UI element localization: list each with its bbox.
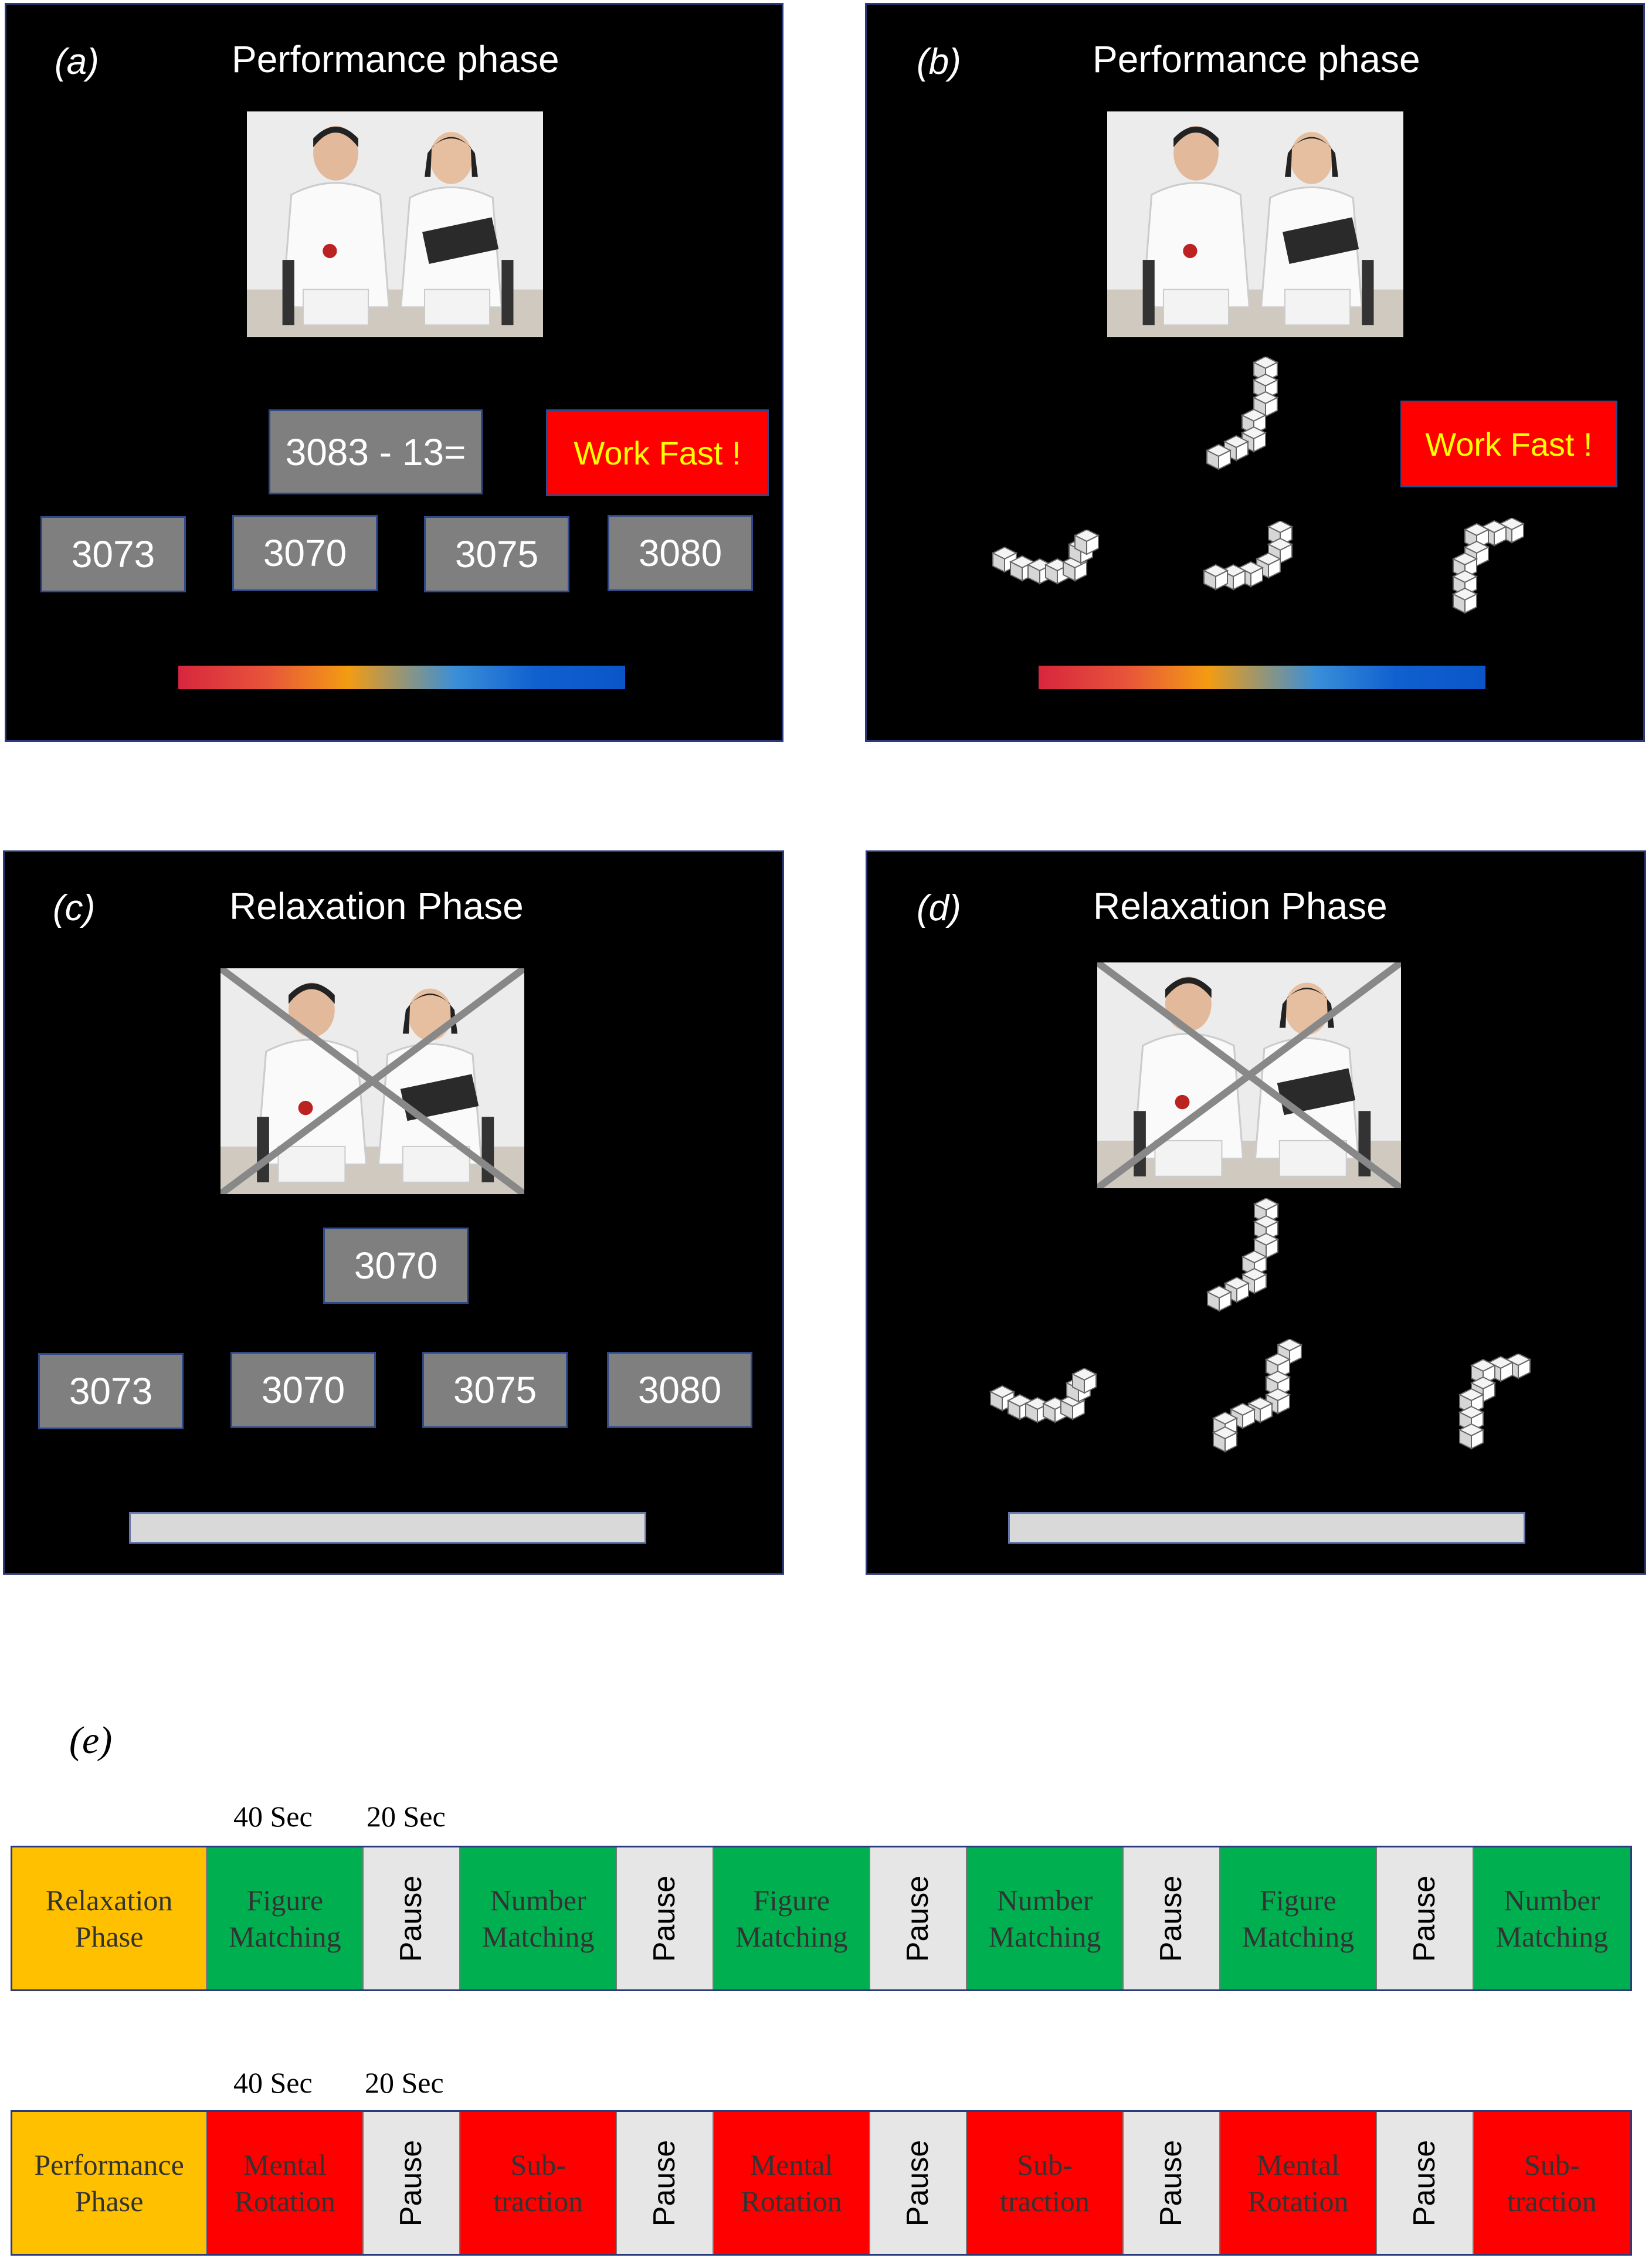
block-label: Pause [1407,2140,1441,2226]
panel-c: (c) Relaxation Phase 3070 3073 3070 3075… [3,850,784,1575]
answer-option[interactable]: 3073 [40,516,186,592]
experimenters-photo [1107,111,1403,337]
relaxation-bar [1008,1512,1525,1544]
target-3d-figure [1207,1198,1278,1311]
block-label: Pause [901,1875,935,1962]
panel-tag-e: (e) [69,1719,113,1762]
block-label: Pause [1154,1875,1188,1962]
option-3d-figure[interactable] [987,530,1110,606]
pause-block: Pause [364,1847,461,1989]
block-label: Sub-traction [493,2148,584,2218]
option-3d-figure[interactable] [985,1368,1108,1445]
experimenters-photo [247,111,543,337]
block-label: Pause [647,2140,682,2226]
task-block: Sub-traction [460,2112,618,2254]
block-label: Pause [394,2140,429,2226]
panel-b: (b) Performance phase Work Fast ! [865,3,1645,742]
pause-block: Pause [617,1847,714,1989]
block-label: Pause [901,2140,935,2226]
time-pressure-bar [178,666,625,689]
panel-tag: (b) [917,42,961,82]
work-fast-warning: Work Fast ! [546,409,769,496]
answer-option[interactable]: 3080 [608,515,753,591]
experimenters-photo-crossed [1097,962,1401,1188]
block-label: Sub-traction [1507,2148,1597,2218]
block-label: Pause [394,1875,429,1962]
answer-option[interactable]: 3070 [230,1352,376,1428]
pause-duration-label: 20 Sec [365,2066,444,2099]
pause-block: Pause [1377,2112,1474,2254]
target-3d-figure [1206,357,1278,470]
option-3d-figure[interactable] [1430,518,1547,623]
block-label: Pause [647,1875,682,1962]
panel-a: (a) Performance phase 3083 - 13= Work Fa… [5,3,783,742]
problem-box: 3070 [323,1228,469,1304]
work-fast-warning: Work Fast ! [1400,401,1617,487]
option-3d-figure[interactable] [1436,1354,1553,1459]
experimenters-photo-crossed [221,968,524,1194]
panel-tag: (a) [55,42,99,82]
pause-block: Pause [1124,2112,1220,2254]
panel-title: Performance phase [232,38,559,80]
pause-block: Pause [1377,1847,1474,1989]
panel-title: Relaxation Phase [1093,885,1388,927]
answer-option[interactable]: 3073 [38,1353,184,1429]
answer-option[interactable]: 3075 [424,516,569,592]
answer-option[interactable]: 3070 [232,515,378,591]
relaxation-bar [129,1512,646,1544]
task-block: Sub-traction [1473,2112,1630,2254]
answer-option[interactable]: 3080 [607,1352,752,1428]
block-label: Sub-traction [1000,2148,1090,2218]
pause-block: Pause [870,1847,967,1989]
answer-option[interactable]: 3075 [422,1352,568,1428]
pause-block: Pause [870,2112,967,2254]
problem-box: 3083 - 13= [269,409,483,494]
option-3d-figure[interactable] [1192,521,1315,609]
panel-tag: (d) [917,888,961,928]
pause-duration-label: 20 Sec [367,1800,446,1833]
panel-tag: (c) [53,888,96,928]
panel-title: Performance phase [1093,38,1420,80]
task-duration-label: 40 Sec [233,1800,313,1833]
task-duration-label: 40 Sec [233,2066,313,2099]
pause-block: Pause [364,2112,461,2254]
option-3d-figure[interactable] [1202,1339,1319,1462]
panel-title: Relaxation Phase [229,885,524,927]
time-pressure-bar [1039,666,1485,689]
task-block: Sub-traction [966,2112,1124,2254]
block-label: Pause [1407,1875,1441,1962]
block-label: Pause [1154,2140,1188,2226]
pause-block: Pause [1124,1847,1220,1989]
pause-block: Pause [617,2112,714,2254]
panel-d: (d) Relaxation Phase [866,850,1646,1575]
